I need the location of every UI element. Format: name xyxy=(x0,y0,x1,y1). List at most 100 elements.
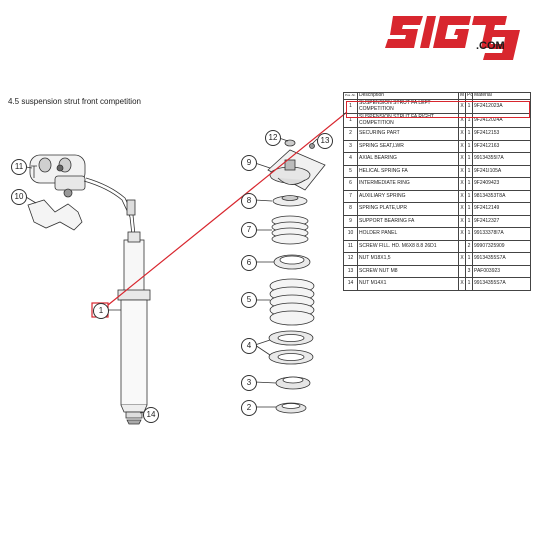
cell-pos: 5 xyxy=(343,164,358,178)
cell-material: 9F2409423 xyxy=(472,177,531,191)
cell-desc: SPRING PLATE,UPR xyxy=(357,202,459,216)
cell-pc: 1 xyxy=(465,164,473,178)
cell-material: 99134355I7A xyxy=(472,152,531,166)
cell-desc: SUPPORT BEARING FA xyxy=(357,214,459,228)
cell-m: X xyxy=(458,252,466,266)
callout-3: 3 xyxy=(241,375,257,391)
cell-pos: 3 xyxy=(343,139,358,153)
cell-pos: 9 xyxy=(343,214,358,228)
cell-pc: 1 xyxy=(465,139,473,153)
header-pos: Pos.-Nr. xyxy=(343,92,358,100)
cell-m: X xyxy=(458,214,466,228)
cell-pos: 6 xyxy=(343,177,358,191)
strut-body-drawing xyxy=(117,231,151,419)
cell-m: X xyxy=(458,152,466,166)
support-bearing-drawing xyxy=(267,139,326,191)
cell-pos: 7 xyxy=(343,189,358,203)
callout-7: 7 xyxy=(241,222,257,238)
cell-material: 9F2412149 xyxy=(472,202,531,216)
cell-pc: 1 xyxy=(465,177,473,191)
cell-m xyxy=(458,264,466,278)
cell-m xyxy=(458,239,466,253)
callout-14: 14 xyxy=(143,407,159,423)
header-description: Description xyxy=(357,92,459,100)
holder-panel-drawing xyxy=(27,199,83,231)
cell-desc: SCREW NUT M8 xyxy=(357,264,459,278)
cell-pos: 14 xyxy=(343,277,358,291)
cell-desc: HOLDER PANEL xyxy=(357,227,459,241)
logo-domain: .COM xyxy=(476,40,505,52)
cell-desc: SECURING PART xyxy=(357,127,459,141)
callout-4: 4 xyxy=(241,338,257,354)
cell-desc: SCREW FILL. HD. M6X8 8.8 26D1 xyxy=(357,239,459,253)
callout-11: 11 xyxy=(11,159,27,175)
highlight-leader-line xyxy=(107,111,348,306)
cell-pc: 2 xyxy=(465,239,473,253)
cell-m: X xyxy=(458,139,466,153)
cell-material: 99907325909 xyxy=(472,239,531,253)
cell-m: X xyxy=(458,277,466,291)
callout-6: 6 xyxy=(241,255,257,271)
callout-12: 12 xyxy=(265,130,281,146)
cell-desc: AXIAL BEARING xyxy=(357,152,459,166)
reservoir-drawing xyxy=(29,154,136,236)
header-material: Material xyxy=(472,92,531,100)
cell-pos: 10 xyxy=(343,227,358,241)
cell-desc: HELICAL SPRING FA xyxy=(357,164,459,178)
callout-9: 9 xyxy=(241,155,257,171)
cell-pc: 3 xyxy=(465,264,473,278)
callout-2: 2 xyxy=(241,400,257,416)
cell-m: X xyxy=(458,189,466,203)
cell-pc: 1 xyxy=(465,152,473,166)
cell-material: PAF003923 xyxy=(472,264,531,278)
cell-pc: 1 xyxy=(465,189,473,203)
callout-13: 13 xyxy=(317,133,333,149)
cell-desc: NUT M18X1,5 xyxy=(357,252,459,266)
cell-pc: 1 xyxy=(465,214,473,228)
callout-5: 5 xyxy=(241,292,257,308)
cell-m: X xyxy=(458,127,466,141)
cell-pos: 11 xyxy=(343,239,358,253)
sigt3-logo xyxy=(385,16,520,60)
cell-pc: 1 xyxy=(465,127,473,141)
cell-pc: 1 xyxy=(465,227,473,241)
cell-pos: 2 xyxy=(343,127,358,141)
cell-material: 9F2412327 xyxy=(472,214,531,228)
cell-pos: 13 xyxy=(343,264,358,278)
cell-pos: 12 xyxy=(343,252,358,266)
cell-material: 9F2412163 xyxy=(472,139,531,153)
cell-pos: 8 xyxy=(343,202,358,216)
cell-material: 99134355S7A xyxy=(472,252,531,266)
header-m: M xyxy=(458,92,466,100)
cell-material: 99134355S7A xyxy=(472,277,531,291)
section-title: 4.5 suspension strut front competition xyxy=(8,97,141,106)
callout-1: 1 xyxy=(93,303,109,319)
cell-material: 9F241I105A xyxy=(472,164,531,178)
cell-desc: AUXILIARY SPRING xyxy=(357,189,459,203)
cell-material: 9F2412024A xyxy=(472,113,531,128)
cell-m: X xyxy=(458,227,466,241)
cell-m: X xyxy=(458,202,466,216)
helical-spring-drawing xyxy=(269,278,315,326)
cell-desc: INTERMEDIATE RING xyxy=(357,177,459,191)
callout-10: 10 xyxy=(11,189,27,205)
cell-material: 9F2412153 xyxy=(472,127,531,141)
cell-material: 99133378I7A xyxy=(472,227,531,241)
cell-pc: 1 xyxy=(465,202,473,216)
cell-pos: 4 xyxy=(343,152,358,166)
cell-pc: 1 xyxy=(465,277,473,291)
cell-m: X xyxy=(458,164,466,178)
